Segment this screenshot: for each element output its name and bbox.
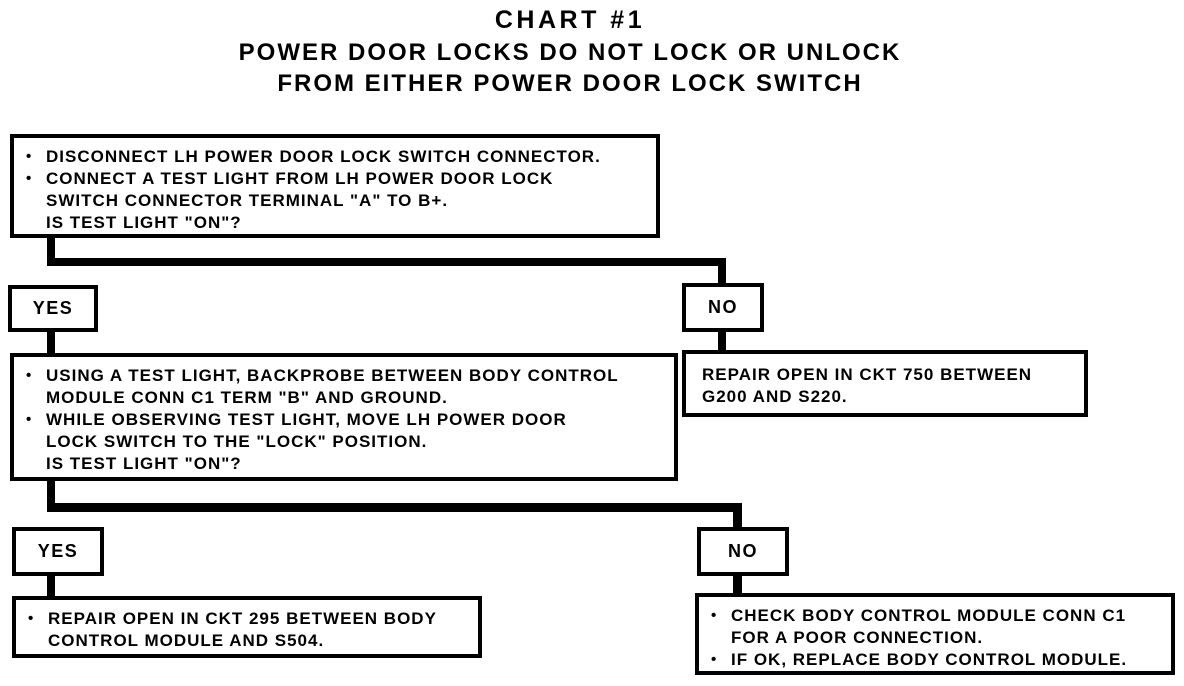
step1-line-text: CONNECT A TEST LIGHT FROM LH POWER DOOR …: [46, 169, 554, 188]
step2-line-text: IS TEST LIGHT "ON"?: [46, 454, 242, 473]
yes2-result-line-text: CONTROL MODULE AND S504.: [48, 631, 325, 650]
step2-box: • USING A TEST LIGHT, BACKPROBE BETWEEN B…: [10, 353, 678, 481]
step1-line: IS TEST LIGHT "ON"?: [24, 212, 654, 234]
no-branch-box-2: NO: [697, 527, 789, 576]
no2-result-line: • CHECK BODY CONTROL MODULE CONN C1: [709, 605, 1169, 627]
no2-result-line-text: FOR A POOR CONNECTION.: [731, 628, 984, 647]
connector-line-horizontal: [47, 503, 742, 512]
step2-line-text: LOCK SWITCH TO THE "LOCK" POSITION.: [46, 432, 428, 451]
yes2-result-box: • REPAIR OPEN IN CKT 295 BETWEEN BODY CON…: [12, 596, 482, 658]
connector-line-vertical: [718, 332, 726, 351]
chart-title: CHART #1 POWER DOOR LOCKS DO NOT LOCK OR…: [0, 6, 1140, 96]
connector-line-vertical: [47, 576, 55, 597]
yes2-result-line: CONTROL MODULE AND S504.: [26, 630, 476, 652]
chart-title-line1: CHART #1: [494, 6, 646, 34]
yes2-result-line-text: REPAIR OPEN IN CKT 295 BETWEEN BODY: [48, 609, 437, 628]
step1-line: SWITCH CONNECTOR TERMINAL "A" TO B+.: [24, 190, 654, 212]
no-branch-box-1: NO: [682, 283, 764, 332]
bullet-marker: •: [26, 367, 33, 384]
no-label-1: NO: [708, 297, 738, 317]
no2-result-line: FOR A POOR CONNECTION.: [709, 627, 1169, 649]
step1-line-text: SWITCH CONNECTOR TERMINAL "A" TO B+.: [46, 191, 449, 210]
step2-line-text: USING A TEST LIGHT, BACKPROBE BETWEEN BO…: [46, 366, 619, 385]
bullet-marker: •: [26, 148, 33, 165]
connector-line-vertical: [733, 503, 742, 528]
yes-branch-box-1: YES: [8, 285, 98, 332]
no2-result-line-text: CHECK BODY CONTROL MODULE CONN C1: [731, 606, 1127, 625]
connector-line-vertical: [47, 481, 55, 505]
connector-line-vertical: [733, 576, 742, 594]
chart-title-line2: POWER DOOR LOCKS DO NOT LOCK OR UNLOCK: [238, 39, 902, 66]
no1-result-line-text: REPAIR OPEN IN CKT 750 BETWEEN: [702, 365, 1033, 384]
no1-result-line: G200 AND S220.: [702, 386, 1082, 408]
no2-result-line: • IF OK, REPLACE BODY CONTROL MODULE.: [709, 649, 1169, 671]
no2-result-line-text: IF OK, REPLACE BODY CONTROL MODULE.: [731, 650, 1128, 669]
no1-result-line: REPAIR OPEN IN CKT 750 BETWEEN: [702, 364, 1082, 386]
connector-line-horizontal: [47, 258, 726, 266]
step2-line: IS TEST LIGHT "ON"?: [24, 453, 672, 475]
step2-line: • USING A TEST LIGHT, BACKPROBE BETWEEN B…: [24, 365, 672, 387]
chart-title-line3: FROM EITHER POWER DOOR LOCK SWITCH: [277, 70, 863, 97]
yes-label-2: YES: [37, 541, 79, 561]
step2-line: • WHILE OBSERVING TEST LIGHT, MOVE LH POW…: [24, 409, 672, 431]
step1-line: • CONNECT A TEST LIGHT FROM LH POWER DOOR…: [24, 168, 654, 190]
connector-line-vertical: [47, 332, 55, 354]
step2-line: LOCK SWITCH TO THE "LOCK" POSITION.: [24, 431, 672, 453]
bullet-marker: •: [26, 170, 33, 187]
step1-line-text: DISCONNECT LH POWER DOOR LOCK SWITCH CON…: [46, 147, 601, 166]
no-label-2: NO: [728, 541, 758, 561]
yes2-result-line: • REPAIR OPEN IN CKT 295 BETWEEN BODY: [26, 608, 476, 630]
step2-line-text: WHILE OBSERVING TEST LIGHT, MOVE LH POWE…: [46, 410, 567, 429]
yes-label-1: YES: [32, 298, 74, 318]
connector-line-vertical: [718, 258, 726, 285]
bullet-marker: •: [26, 411, 33, 428]
step2-line-text: MODULE CONN C1 TERM "B" AND GROUND.: [46, 388, 448, 407]
bullet-marker: •: [711, 651, 718, 668]
bullet-marker: •: [711, 607, 718, 624]
step2-line: MODULE CONN C1 TERM "B" AND GROUND.: [24, 387, 672, 409]
yes-branch-box-2: YES: [12, 527, 104, 576]
connector-line-vertical: [47, 238, 55, 262]
no1-result-box: REPAIR OPEN IN CKT 750 BETWEEN G200 AND …: [682, 350, 1088, 417]
bullet-marker: •: [28, 610, 35, 627]
step1-line-text: IS TEST LIGHT "ON"?: [46, 213, 242, 232]
step1-box: • DISCONNECT LH POWER DOOR LOCK SWITCH CO…: [10, 134, 660, 238]
no1-result-line-text: G200 AND S220.: [702, 387, 848, 406]
no2-result-box: • CHECK BODY CONTROL MODULE CONN C1 FOR A…: [695, 593, 1175, 675]
step1-line: • DISCONNECT LH POWER DOOR LOCK SWITCH CO…: [24, 146, 654, 168]
